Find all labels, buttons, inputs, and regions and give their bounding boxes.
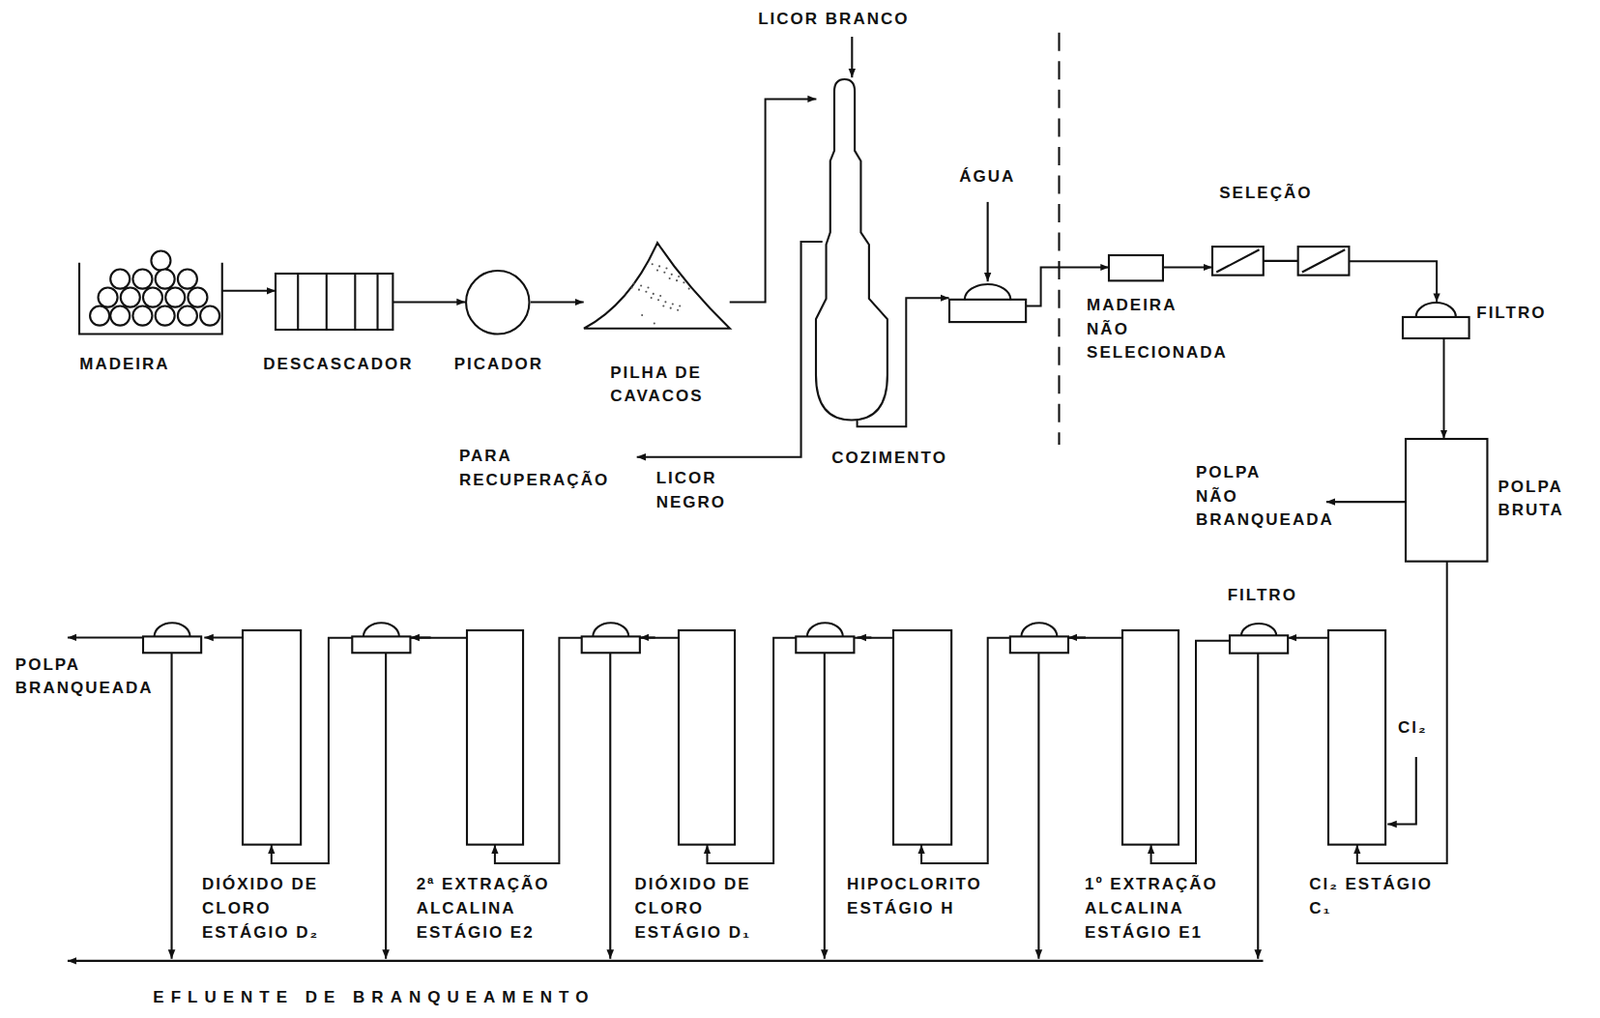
digester-shape [815, 79, 888, 421]
stage-label: POLPA BRUTA [1497, 475, 1579, 524]
flow-arrow [222, 290, 276, 292]
stage-label: DIÓXIDO DE CLORO ESTÁGIO D₂ [202, 872, 350, 945]
rect-shape [1122, 630, 1179, 845]
pulp-tank: POLPA BRUTA [1405, 438, 1487, 562]
digester: COZIMENTO [815, 79, 888, 421]
bleach-tower: 2ª EXTRAÇÃO ALCALINA ESTÁGIO E2 [466, 630, 524, 845]
flow-label: Cl₂ [1397, 716, 1428, 741]
stage-label: FILTRO [1476, 301, 1546, 326]
stage-label: Cl₂ ESTÁGIO C₁ [1309, 872, 1445, 921]
stage-label: SELEÇÃO [1219, 181, 1312, 206]
stage-label: FILTRO [1227, 583, 1298, 609]
rect-shape [242, 630, 301, 845]
flow-label: PARA RECUPERAÇÃO [459, 444, 587, 493]
bleach-tower: HIPOCLORITO ESTÁGIO H [893, 630, 952, 845]
flow-label: LICOR NEGRO [656, 466, 749, 515]
flow-arrow [729, 98, 817, 302]
wood-yard: MADEIRA [79, 250, 223, 335]
pile-shape [583, 240, 730, 331]
debarker: DESCASCADOR [275, 273, 393, 330]
rect-shape [893, 630, 952, 845]
washer: ÁGUA [949, 283, 1026, 322]
rect-shape [1328, 630, 1386, 845]
flow-arrow [1348, 261, 1437, 302]
flow-label: EFLUENTE DE BRANQUEAMENTO [152, 986, 595, 1011]
flow-arrow [1443, 338, 1446, 438]
stage-label: PILHA DE CAVACOS [610, 361, 733, 409]
stage-label: DESCASCADOR [262, 352, 413, 378]
flow-arrow [1163, 266, 1213, 269]
chip-pile: PILHA DE CAVACOS [583, 240, 730, 331]
flow-arrow [1287, 637, 1329, 640]
washer-shape [949, 283, 1026, 322]
stage-label: PICADOR [454, 352, 544, 378]
screens: SELEÇÃO [1212, 244, 1349, 278]
debarker-shape [275, 273, 393, 330]
flow-label: LICOR BRANCO [757, 7, 909, 32]
rect-shape [466, 630, 524, 845]
stage-label: COZIMENTO [831, 446, 948, 471]
circle-shape [465, 269, 531, 336]
stage-label: MADEIRA NÃO SELECIONADA [1086, 293, 1194, 366]
stage-label: 1º EXTRAÇÃO ALCALINA ESTÁGIO E1 [1084, 872, 1238, 945]
bleach-tower: Cl₂ ESTÁGIO C₁ [1328, 630, 1386, 845]
stage-label: HIPOCLORITO ESTÁGIO H [846, 872, 1011, 921]
rect-shape [1108, 255, 1164, 281]
rect-shape [1405, 438, 1487, 562]
washer-shape [1402, 301, 1470, 339]
flow-label: POLPA NÃO BRANQUEADA [1195, 461, 1304, 533]
screens-shape [1212, 244, 1349, 278]
stage-label: DIÓXIDO DE CLORO ESTÁGIO D₁ [635, 872, 784, 945]
chipper: PICADOR [465, 269, 531, 336]
filter: FILTRO [1229, 622, 1288, 654]
rect-shape [678, 630, 735, 845]
stage-label: 2ª EXTRAÇÃO ALCALINA ESTÁGIO E2 [416, 872, 570, 945]
flow-arrow [530, 300, 584, 303]
basket-shape [79, 250, 223, 335]
flow-arrow [392, 300, 466, 303]
bleach-tower: DIÓXIDO DE CLORO ESTÁGIO D₁ [678, 630, 735, 845]
stage-label: MADEIRA [79, 352, 170, 378]
knotter: MADEIRA NÃO SELECIONADA [1108, 255, 1164, 281]
bleach-tower: 1º EXTRAÇÃO ALCALINA ESTÁGIO E1 [1122, 630, 1179, 845]
filter: FILTRO [1402, 301, 1470, 339]
stage-label: ÁGUA [959, 165, 1016, 190]
flow-label: POLPA BRANQUEADA [15, 653, 139, 701]
bleach-tower: DIÓXIDO DE CLORO ESTÁGIO D₂ [242, 630, 301, 845]
washer-shape [1229, 622, 1288, 654]
